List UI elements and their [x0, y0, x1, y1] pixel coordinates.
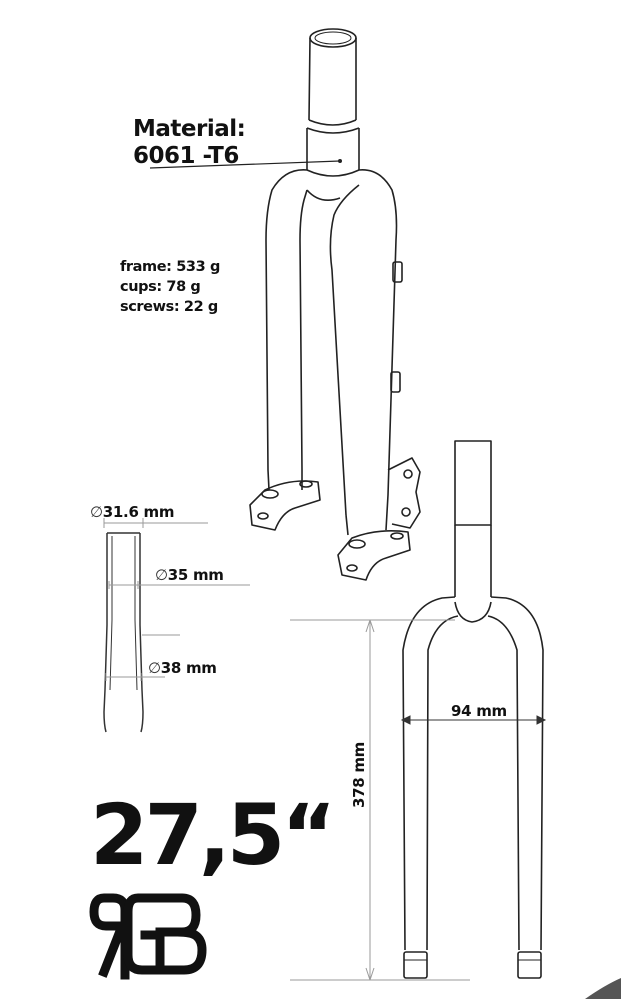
rgb-logo — [89, 893, 207, 980]
middle-diameter-value: 35 mm — [167, 566, 224, 584]
diameter-icon: ∅ — [90, 503, 103, 521]
leg-spacing-label: 94 mm — [451, 702, 507, 720]
material-value: 6061 -T6 — [133, 143, 239, 169]
fork-front-view — [402, 440, 544, 979]
frame-weight: frame: 533 g — [120, 259, 220, 275]
middle-diameter-label: ∅35 mm — [155, 566, 224, 584]
material-label: Material: 6061 -T6 — [133, 116, 246, 170]
diameter-icon: ∅ — [148, 659, 161, 677]
lower-diameter-label: ∅38 mm — [148, 659, 217, 677]
material-heading: Material: — [133, 116, 246, 142]
wheel-size-label: 27,5“ — [90, 786, 336, 884]
diameter-icon: ∅ — [155, 566, 168, 584]
leg-spacing-dimension — [400, 715, 547, 725]
lower-diameter-value: 38 mm — [160, 659, 217, 677]
screws-weight: screws: 22 g — [120, 299, 218, 315]
cups-weight: cups: 78 g — [120, 279, 201, 295]
outer-diameter-value: 31.6 mm — [102, 503, 175, 521]
material-leader-dot — [338, 159, 342, 163]
diameter-dimension-lines — [103, 518, 250, 681]
outer-diameter-label: ∅31.6 mm — [90, 503, 174, 521]
material-leader-line — [149, 160, 341, 169]
steerer-cross-section — [103, 532, 144, 733]
height-dimension — [290, 619, 470, 981]
fork-3d-view — [249, 28, 421, 581]
weights-list: frame: 533 g cups: 78 g screws: 22 g — [120, 257, 220, 317]
height-label: 378 mm — [350, 742, 368, 808]
corner-decoration — [585, 978, 621, 999]
